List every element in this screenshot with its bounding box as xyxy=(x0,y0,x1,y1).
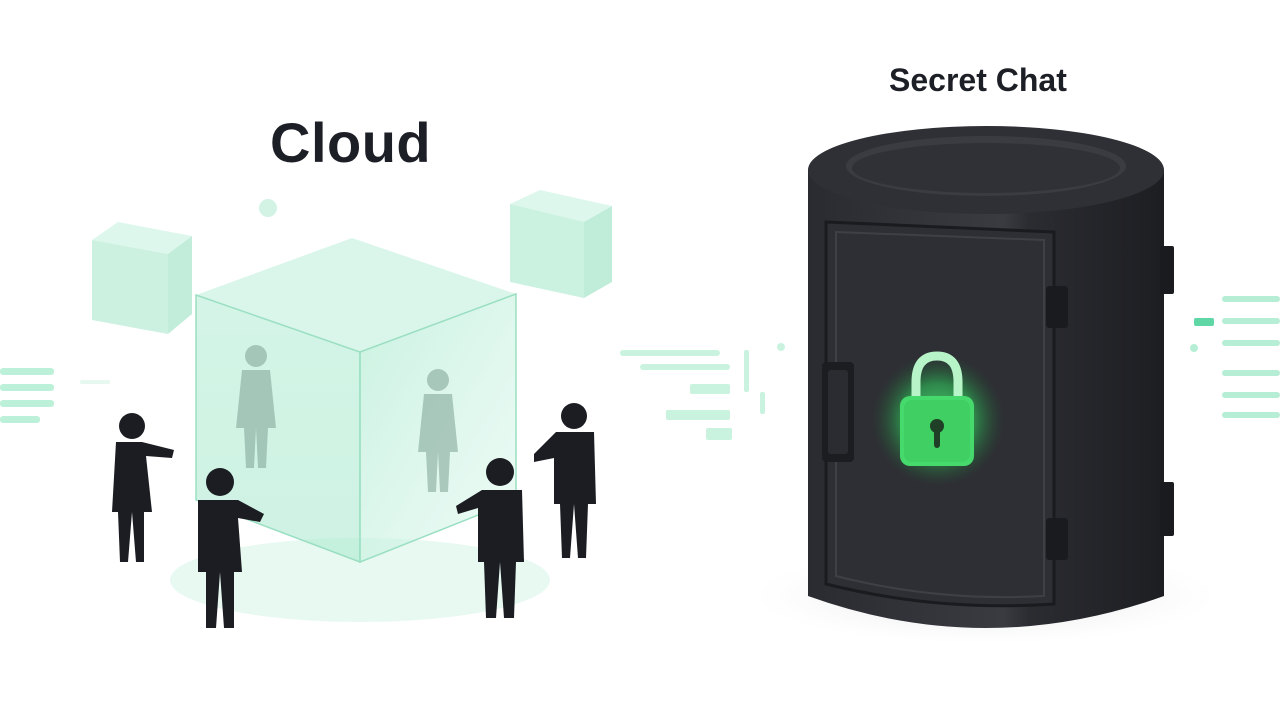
secret-chat-title: Secret Chat xyxy=(889,62,1067,98)
data-streams-middle xyxy=(620,343,785,440)
cloud-title: Cloud xyxy=(270,111,432,174)
small-cube-left xyxy=(92,222,192,334)
data-streams-right xyxy=(1190,296,1280,418)
people-silhouettes xyxy=(112,403,596,628)
padlock-icon xyxy=(872,351,1004,486)
floating-dot xyxy=(259,199,277,217)
small-cube-right xyxy=(510,190,612,298)
data-streams-left xyxy=(0,368,110,423)
